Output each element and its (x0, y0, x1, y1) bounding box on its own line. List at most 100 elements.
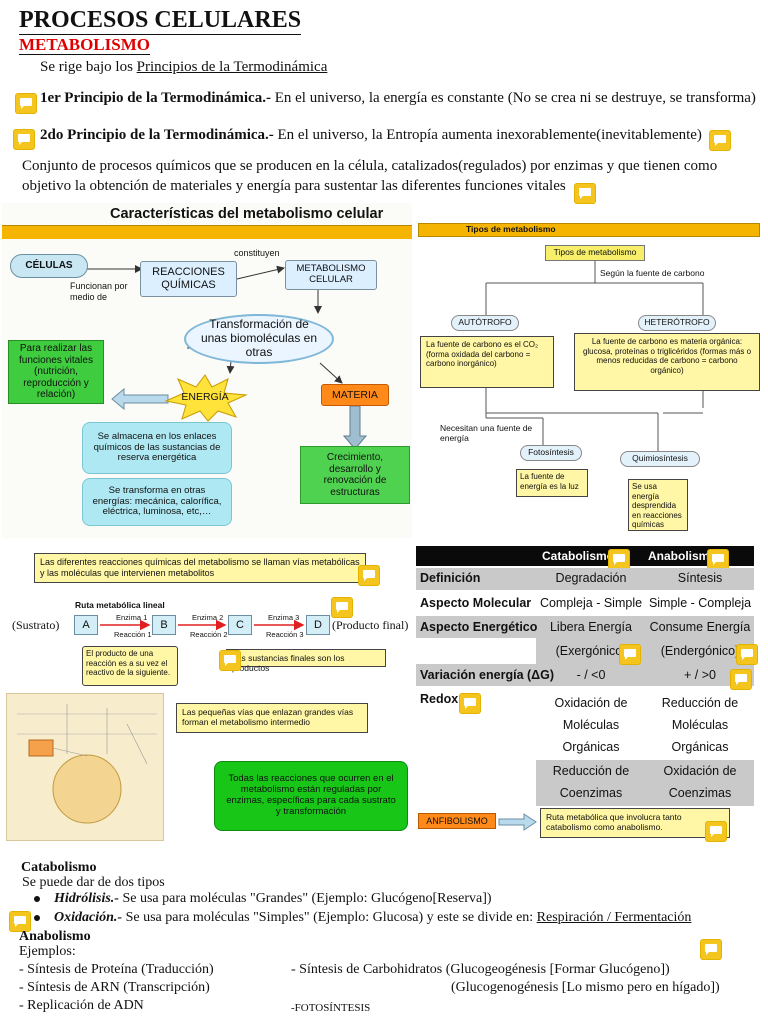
fotosintesis-node: Fotosíntesis (520, 445, 582, 461)
reaccion-3: Reacción 3 (266, 630, 304, 639)
necesitan-label: Necesitan una fuente de energía (440, 423, 533, 444)
comment-icon[interactable] (701, 940, 721, 959)
rule-link[interactable]: Principios de la Termodinámica (136, 59, 328, 75)
node-a: A (74, 615, 98, 635)
comment-icon[interactable] (620, 645, 640, 664)
metabolic-map-image (6, 693, 164, 841)
rule-line: Se rige bajo los Principios de la Termod… (40, 59, 327, 76)
node-b: B (152, 615, 176, 635)
rule-prefix: Se rige bajo los (40, 59, 137, 75)
row-exergonico-cat: (Exergónico) (555, 644, 627, 658)
hidrolisis-text: Se usa para moléculas "Grandes" (Ejemplo… (118, 891, 492, 906)
second-principle-text: En el universo, la Entropía aumenta inex… (273, 127, 702, 143)
todas-desc: Todas las reacciones que ocurren en el m… (214, 761, 408, 831)
pathway-arrows (100, 619, 305, 631)
metabolic-map-drawing (17, 704, 157, 824)
diagram-pathways: Las diferentes reacciones químicas del m… (2, 545, 412, 843)
comment-icon[interactable] (706, 822, 726, 841)
enzima-2: Enzima 2 (192, 613, 224, 622)
comment-icon[interactable] (609, 550, 629, 569)
comment-icon[interactable] (708, 550, 728, 569)
autotrofo-desc: La fuente de carbono es el CO₂ (forma ox… (420, 336, 554, 388)
left-arrow-shape (111, 387, 169, 411)
pequenas-desc: Las pequeñas vías que enlazan grandes ví… (176, 703, 368, 733)
autotrofo-node: AUTÓTROFO (451, 315, 519, 331)
quimica-desc: Se usa energía desprendida en reacciones… (628, 479, 688, 531)
row-bg (416, 616, 754, 638)
first-principle-text: En el universo, la energía es constante … (270, 90, 756, 106)
title-bar (2, 225, 412, 239)
first-principle-title: 1er Principio de la Termodinámica.- (40, 90, 271, 106)
crecimiento-node: Crecimiento, desarrollo y renovación de … (300, 446, 410, 504)
definition-line-1: Conjunto de procesos químicos que se pro… (22, 158, 718, 174)
tipos-node: Tipos de metabolismo (545, 245, 645, 261)
heterotrofo-node: HETERÓTROFO (638, 315, 716, 331)
row-variacion-label: Variación energía (ΔG) (420, 668, 555, 682)
almacena-node: Se almacena en los enlaces químicos de l… (82, 422, 232, 474)
ejemplos-label: Ejemplos: (19, 944, 76, 959)
celulas-node: CÉLULAS (10, 254, 88, 278)
luz-desc: La fuente de energía es la luz (516, 469, 588, 497)
producto-label: (Producto final) (332, 618, 409, 632)
comment-icon[interactable] (460, 694, 480, 713)
example-1: - Síntesis de Proteína (Traducción) (19, 962, 214, 977)
dos-tipos: Se puede dar de dos tipos (22, 875, 165, 890)
row-energetico-cat: Libera Energía (549, 620, 632, 634)
comment-icon[interactable] (16, 94, 36, 113)
title-bar (418, 223, 760, 237)
comment-icon[interactable] (359, 566, 379, 585)
row-bg (536, 760, 754, 806)
funcionan-label: Funcionan por medio de (70, 281, 128, 302)
bullet (34, 895, 40, 902)
comment-icon[interactable] (332, 598, 352, 617)
enzima-1: Enzima 1 (116, 613, 148, 622)
diagram-metabolism-types: Tipos de metabolismo Tipos de metabolism… (418, 223, 760, 543)
row-redox-ana: Reducción de Moléculas Orgánicas (661, 696, 739, 754)
hidrolisis-item: Hidrólisis.- Se usa para moléculas "Gran… (34, 891, 492, 907)
oxidacion-text: Se usa para moléculas "Simples" (Ejemplo… (122, 910, 537, 925)
sustrato-label: (Sustrato) (12, 618, 60, 632)
comment-icon[interactable] (10, 912, 30, 931)
comment-icon[interactable] (14, 130, 34, 149)
hidrolisis-term: Hidrólisis.- (54, 891, 119, 906)
energia-star (164, 374, 248, 422)
second-principle-title: 2do Principio de la Termodinámica.- (40, 127, 274, 143)
producto-desc: El producto de una reacción es a su vez … (82, 646, 178, 686)
oxidacion-item: Oxidación.- Se usa para moléculas "Simpl… (34, 910, 691, 926)
row-redox-label: Redox (420, 692, 459, 706)
header-anabolismo: Anabolismo (648, 549, 717, 563)
row-definicion-cat: Degradación (555, 571, 627, 585)
finales-desc: Las sustancias finales son los productos (226, 649, 386, 673)
diagram-characteristics: Características del metabolismo celular … (2, 203, 412, 538)
comment-icon[interactable] (731, 670, 751, 689)
comment-icon[interactable] (220, 651, 240, 670)
row-endergonico-ana: (Endergónico) (660, 644, 740, 658)
comment-icon[interactable] (575, 184, 595, 203)
row-bg (416, 664, 754, 686)
first-principle: 1er Principio de la Termodinámica.- En e… (40, 90, 756, 107)
row-bg (536, 638, 754, 664)
constituyen-label: constituyen (234, 248, 280, 258)
header-catabolismo: Catabolismo (542, 549, 615, 563)
comment-icon[interactable] (737, 645, 757, 664)
comment-icon[interactable] (710, 131, 730, 150)
diagram-title: Características del metabolismo celular (110, 206, 384, 222)
row-bg (416, 568, 754, 590)
down-arrow-shape (343, 406, 367, 450)
example-2: - Síntesis de ARN (Transcripción) (19, 980, 210, 995)
row-definicion-label: Definición (420, 571, 481, 585)
oxidacion-link[interactable]: Respiración / Fermentación (536, 910, 692, 925)
bullet (34, 914, 40, 921)
row-coenzimas-cat: Reducción de Coenzimas (552, 764, 630, 800)
ruta-title: Ruta metabólica lineal (75, 600, 165, 610)
oxidacion-term: Oxidación.- (54, 910, 123, 925)
vias-banner: Las diferentes reacciones químicas del m… (34, 553, 366, 583)
segun-label: Según la fuente de carbono (600, 268, 705, 278)
comparison-table: Catabolismo Anabolismo Definición Degrad… (416, 546, 757, 806)
example-4: - Síntesis de Carbohidratos (Glucogeogén… (291, 962, 670, 977)
funciones-node: Para realizar las funciones vitales (nut… (8, 340, 104, 404)
transformacion-node: Transformación de unas biomoléculas en o… (184, 314, 334, 364)
anfibolismo-node: ANFIBOLISMO (418, 813, 496, 829)
reacciones-node: REACCIONES QUÍMICAS (140, 261, 237, 297)
diagram2-title: Tipos de metabolismo (466, 224, 556, 234)
